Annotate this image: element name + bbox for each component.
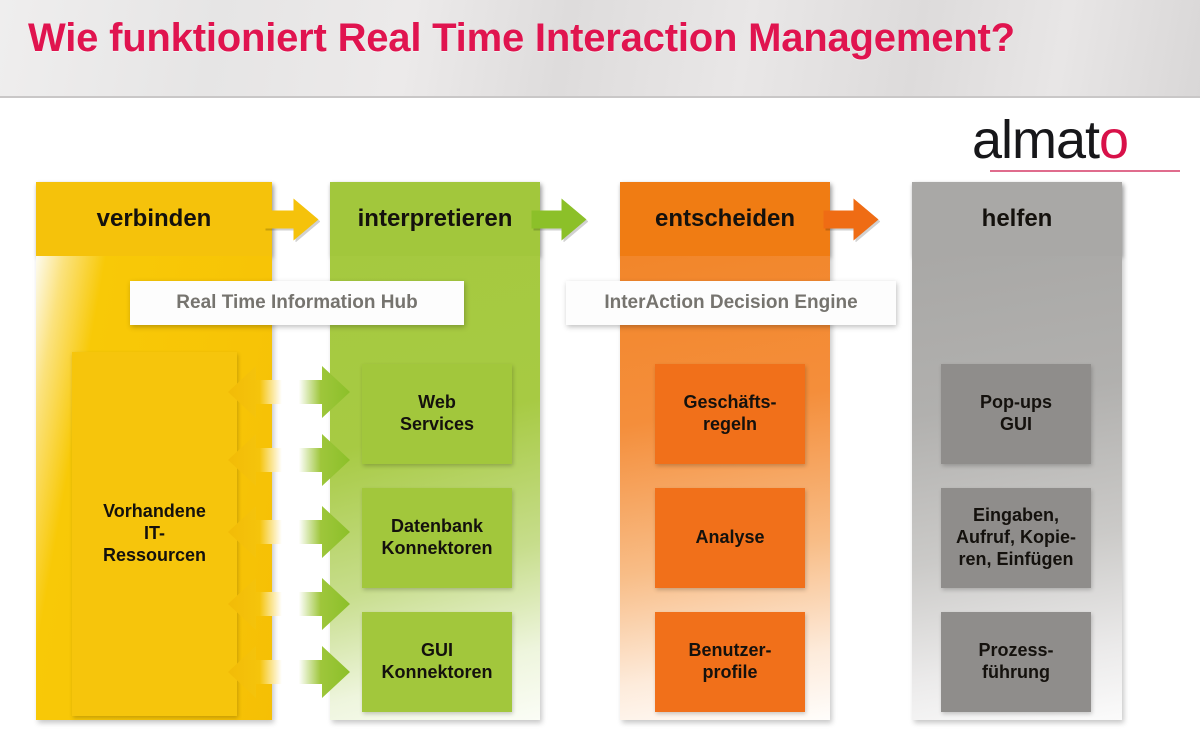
tile-line-3: ren, Einfügen [958,548,1074,569]
tile-line-1: Eingaben, [972,505,1059,526]
tile-vorhandene-it-ressourcen: Vorhandene IT- Ressourcen [72,352,237,716]
tile-label: Geschäfts- regeln [683,392,776,436]
tile-label: GUI Konnektoren [381,640,492,684]
stage-header-interpretieren: interpretieren [330,182,540,256]
tile-web-services: Web Services [362,364,512,464]
arrow-bidirectional-icon-2 [228,434,350,486]
arrow-right-icon-interpretieren-to-entscheiden [531,198,588,242]
tile-line-2: Konnektoren [381,662,493,682]
tile-label: Prozess- führung [978,640,1053,684]
tile-line-3: Ressourcen [102,544,207,565]
tile-line-1: Analyse [695,527,765,548]
tile-line-2: GUI [999,414,1032,434]
page-title: Wie funktioniert Real Time Interaction M… [28,16,1015,60]
logo-text-main: almat [972,110,1100,170]
tile-line-1: Pop-ups [980,392,1052,413]
tile-line-2: Aufruf, Kopie- [956,527,1076,548]
tile-eingaben-aufruf-kopieren-einfuegen: Eingaben, Aufruf, Kopie- ren, Einfügen [941,488,1091,588]
label-interaction-decision-engine: InterAction Decision Engine [566,281,896,325]
title-band: Wie funktioniert Real Time Interaction M… [0,0,1200,98]
tile-datenbank-konnektoren: Datenbank Konnektoren [362,488,512,588]
tile-benutzerprofile: Benutzer- profile [655,612,805,712]
tile-prozessfuehrung: Prozess- führung [941,612,1091,712]
tile-label: Vorhandene IT- Ressourcen [103,501,206,567]
stage-header-verbinden: verbinden [36,182,272,256]
arrow-right-icon-entscheiden-to-helfen [823,198,880,242]
tile-line-2: profile [702,662,758,682]
tile-analyse: Analyse [655,488,805,588]
tile-line-1: GUI [420,640,453,661]
tile-popups-gui: Pop-ups GUI [941,364,1091,464]
tile-label: Datenbank Konnektoren [381,516,492,560]
label-real-time-information-hub: Real Time Information Hub [130,281,464,325]
tile-line-2: führung [982,662,1050,682]
almato-logo: almato [972,112,1196,174]
arrow-right-icon-verbinden-to-interpretieren [263,198,320,242]
arrow-bidirectional-icon-1 [228,366,350,418]
tile-line-1: Benutzer- [688,640,772,661]
tile-label: Web Services [400,392,474,436]
tile-line-2: Services [399,414,475,434]
tile-line-1: Datenbank [390,516,483,537]
logo-wordmark: almato [972,110,1129,170]
tile-line-2: regeln [702,414,757,434]
tile-line-2: IT- [143,523,165,544]
arrow-bidirectional-icon-4 [228,578,350,630]
logo-underline [990,170,1180,172]
stage-header-entscheiden: entscheiden [620,182,830,256]
tile-label: Benutzer- profile [688,640,771,684]
tile-line-1: Prozess- [978,640,1054,661]
tile-line-2: Konnektoren [381,538,493,558]
logo-text-accent: o [1099,110,1129,170]
tile-line-1: Geschäfts- [683,392,777,413]
arrow-bidirectional-icon-3 [228,506,350,558]
stage-header-helfen: helfen [912,182,1122,256]
tile-gui-konnektoren: GUI Konnektoren [362,612,512,712]
tile-label: Analyse [695,527,764,549]
arrow-bidirectional-icon-5 [228,646,350,698]
tile-line-1: Vorhandene [103,501,206,522]
tile-line-1: Web [418,392,456,413]
tile-geschaeftsregeln: Geschäfts- regeln [655,364,805,464]
tile-label: Pop-ups GUI [980,392,1052,436]
tile-label: Eingaben, Aufruf, Kopie- ren, Einfügen [956,505,1076,571]
